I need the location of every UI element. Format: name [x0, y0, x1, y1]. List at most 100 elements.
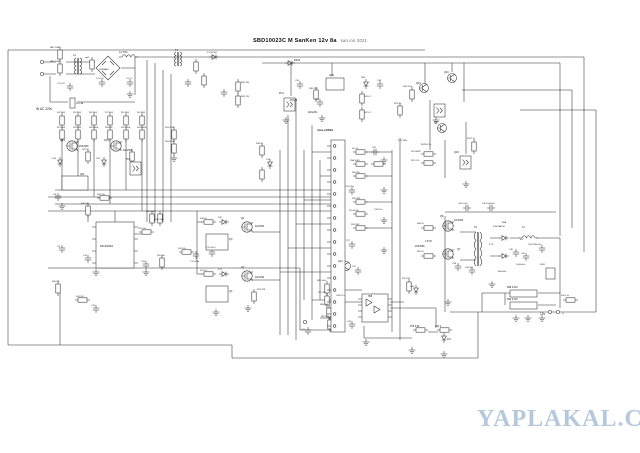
component-box	[545, 267, 556, 280]
component-label: 2sK2645	[255, 226, 265, 228]
optocoupler-symbol	[283, 97, 296, 112]
component-label: R35 10M	[155, 219, 164, 221]
component-label: R3 330K	[73, 112, 82, 114]
resistor-symbol	[139, 113, 145, 128]
component-label: 2sK2645	[255, 277, 265, 279]
resistor-symbol	[59, 113, 65, 128]
resistor-symbol	[159, 255, 165, 270]
component-box	[69, 97, 76, 109]
resistor-symbol	[353, 211, 368, 217]
component-label: R81 100k	[317, 280, 327, 282]
component-label: R20 10k	[97, 194, 106, 196]
component-label: Q18	[454, 151, 459, 154]
component-label: C40	[509, 249, 514, 251]
component-label: D14	[52, 158, 57, 160]
component-label: R44 39k	[352, 172, 361, 174]
transformer-symbol	[473, 231, 483, 267]
component-label: D40	[410, 286, 415, 288]
component-label: Q17	[434, 121, 439, 124]
component-label: R82 1k8	[321, 316, 330, 318]
component-label: R7 560K	[105, 112, 114, 114]
opamp-symbol	[373, 305, 381, 314]
resistor-symbol	[353, 161, 368, 167]
resistor-symbol	[97, 195, 112, 201]
component-box	[509, 289, 538, 298]
ground-symbol	[212, 309, 220, 316]
component-label: D201	[294, 58, 301, 62]
capacitor-symbol	[92, 305, 100, 313]
diode-symbol	[499, 253, 509, 259]
diode-symbol	[413, 285, 419, 295]
ground-symbol	[524, 315, 532, 322]
resistor-symbol	[201, 219, 216, 225]
component-label: Q15	[104, 139, 109, 142]
resistor-symbol	[107, 127, 113, 142]
component-label: Q3	[229, 238, 233, 241]
diode-symbol	[101, 157, 107, 167]
capacitor-symbol	[184, 79, 192, 87]
diode-symbol	[219, 271, 229, 277]
component-label: D66	[361, 77, 366, 79]
ground-symbol	[444, 299, 452, 306]
mosfet-symbol	[442, 248, 454, 260]
component-label: R6 330K	[137, 112, 146, 114]
diode-symbol	[499, 235, 509, 241]
capacitor-symbol	[84, 255, 92, 263]
resistor-symbol	[397, 103, 403, 118]
inductor-symbol	[519, 235, 538, 239]
component-label: C10	[83, 255, 88, 257]
component-label: C4 0.47	[96, 78, 104, 80]
watermark: YAPLAKAL.COM	[477, 406, 640, 432]
component-label: D11	[218, 269, 223, 271]
resistor-symbol	[313, 87, 319, 102]
resistor-symbol	[413, 327, 428, 333]
component-label: 680u/16v	[498, 271, 506, 273]
component-label: R9 330K	[121, 112, 130, 114]
resistor-symbol	[359, 91, 365, 106]
transistor-symbol	[447, 73, 457, 83]
resistor-symbol	[421, 225, 436, 231]
component-label: L1	[73, 54, 76, 57]
component-label: R46 150k	[403, 86, 413, 88]
component-label: 358	[368, 295, 373, 298]
resistor-symbol	[179, 249, 194, 255]
component-label: R15 50K	[73, 127, 82, 129]
component-label: R54 220R	[165, 141, 175, 143]
resistor-symbol	[149, 211, 155, 226]
ground-symbol	[92, 269, 100, 276]
ground-symbol	[244, 305, 252, 312]
capacitor-symbol	[296, 81, 304, 89]
component-label: 2sK2508	[123, 150, 133, 152]
ground-symbol	[380, 187, 388, 194]
terminal-symbol	[303, 320, 307, 324]
resistor-symbol	[359, 107, 365, 122]
component-label: D15	[96, 158, 101, 160]
opamp-symbol	[365, 298, 373, 307]
wire-bus	[7, 49, 597, 359]
component-label: C14	[91, 305, 96, 307]
ground-symbol	[538, 315, 546, 322]
resistor-symbol	[75, 127, 81, 142]
resistor-symbol	[171, 141, 177, 156]
component-label: R80 1k8	[320, 304, 329, 306]
component-label: D7 BY500	[207, 52, 218, 54]
component-label: Q7	[457, 248, 461, 251]
resistor-symbol	[353, 173, 368, 179]
component-label: C8	[53, 194, 57, 196]
component-label: NR1 200R	[50, 47, 61, 49]
mosfet-symbol	[66, 140, 78, 152]
component-label: 2SK2508	[79, 146, 89, 148]
mosfet-symbol	[241, 221, 253, 233]
component-label: R1 0.1	[352, 148, 359, 150]
resistor-symbol	[171, 127, 177, 142]
component-label: D10	[218, 217, 223, 219]
component-label: C49 10u/400v	[482, 203, 494, 205]
component-label: vdr1	[85, 56, 90, 59]
resistor-symbol	[353, 225, 368, 231]
component-label: C12 470p	[190, 261, 200, 263]
component-label: sma-c160H	[317, 128, 333, 132]
ground-symbol	[282, 117, 290, 124]
component-label: R40 1M	[52, 281, 60, 283]
resistor-symbol	[75, 113, 81, 128]
optocoupler-symbol	[129, 161, 142, 176]
